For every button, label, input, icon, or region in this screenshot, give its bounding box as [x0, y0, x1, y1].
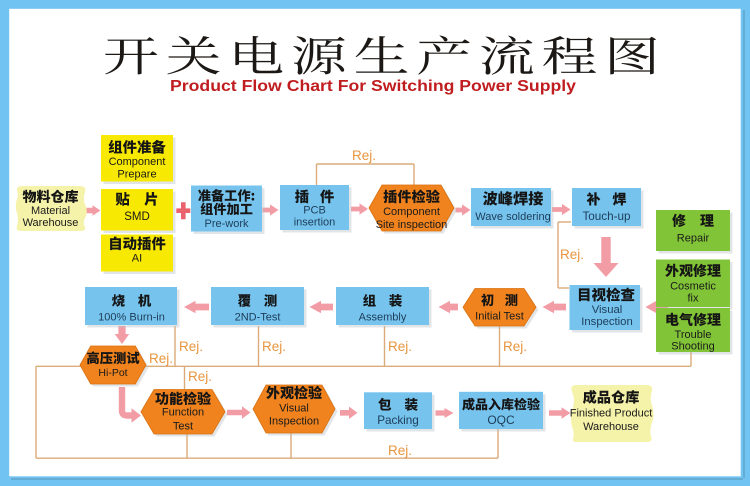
svg-text:Rej.: Rej.: [149, 351, 173, 366]
svg-text:AI: AI: [132, 252, 142, 264]
svg-text:Warehouse: Warehouse: [23, 217, 79, 229]
svg-text:Finished Product: Finished Product: [570, 407, 653, 419]
svg-text:2ND-Test: 2ND-Test: [235, 311, 281, 323]
svg-text:Prepare: Prepare: [117, 168, 156, 180]
svg-text:Rej.: Rej.: [262, 339, 286, 354]
svg-text:Rej.: Rej.: [503, 339, 527, 354]
svg-text:Touch-up: Touch-up: [582, 210, 631, 223]
svg-text:Cosmetic: Cosmetic: [670, 280, 716, 292]
svg-text:Warehouse: Warehouse: [583, 421, 639, 433]
svg-text:Rej.: Rej.: [352, 148, 376, 163]
svg-text:Product Flow Chart For Switchi: Product Flow Chart For Switching Power S…: [170, 78, 576, 95]
svg-text:Component: Component: [383, 206, 440, 218]
svg-text:Visual: Visual: [279, 402, 309, 414]
svg-text:Site inspection: Site inspection: [376, 219, 448, 231]
svg-text:100% Burn-in: 100% Burn-in: [98, 311, 165, 323]
svg-text:Rej.: Rej.: [388, 443, 412, 458]
svg-text:Function: Function: [162, 406, 204, 418]
svg-text:Visual: Visual: [592, 304, 623, 316]
svg-text:fix: fix: [688, 292, 700, 304]
svg-text:Test: Test: [173, 420, 193, 432]
svg-text:insertion: insertion: [294, 216, 336, 228]
svg-text:Shooting: Shooting: [671, 340, 714, 352]
svg-text:Pre-work: Pre-work: [204, 218, 249, 230]
svg-text:Initial Test: Initial Test: [475, 310, 524, 322]
svg-text:Component: Component: [109, 156, 166, 168]
svg-text:Material: Material: [31, 205, 70, 217]
svg-text:Repair: Repair: [677, 232, 710, 244]
svg-text:Wave soldering: Wave soldering: [475, 211, 550, 223]
svg-text:Trouble: Trouble: [675, 329, 712, 341]
svg-text:Inspection: Inspection: [581, 316, 633, 328]
svg-text:OQC: OQC: [487, 413, 515, 427]
svg-text:Assembly: Assembly: [359, 311, 407, 323]
svg-text:SMD: SMD: [124, 211, 150, 223]
svg-text:PCB: PCB: [303, 204, 326, 216]
svg-text:Rej.: Rej.: [179, 339, 203, 354]
svg-text:Inspection: Inspection: [269, 415, 319, 427]
svg-text:Hi-Pot: Hi-Pot: [98, 367, 127, 379]
svg-text:Rej.: Rej.: [560, 247, 584, 262]
svg-text:Rej.: Rej.: [388, 339, 412, 354]
svg-text:Rej.: Rej.: [188, 369, 212, 384]
svg-text:Packing: Packing: [377, 414, 419, 427]
